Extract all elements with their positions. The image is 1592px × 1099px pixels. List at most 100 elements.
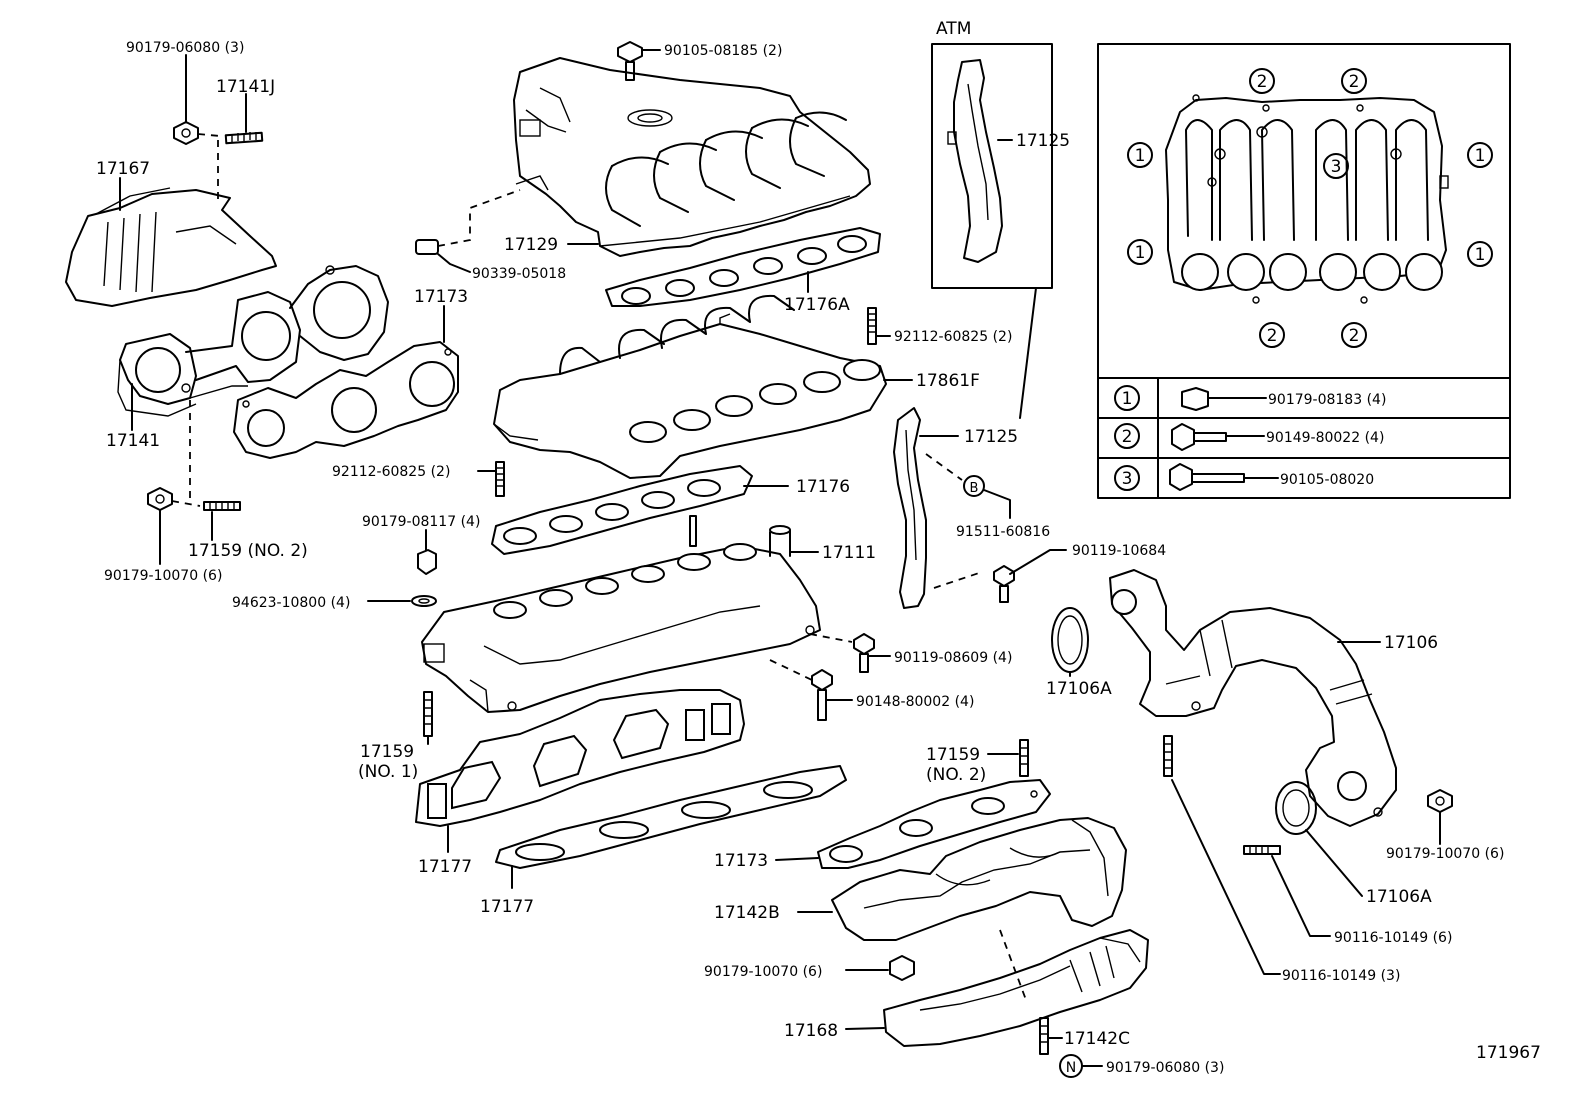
exhaust-manifold-17142B <box>831 817 1127 941</box>
bolt-90119-10684 <box>993 565 1015 603</box>
label-17176A: 17176A <box>784 295 850 315</box>
label-92112-right: 92112-60825 (2) <box>894 329 1012 345</box>
label-90105-08185: 90105-08185 (2) <box>664 43 782 59</box>
label-17167: 17167 <box>96 159 150 179</box>
stud-17141J <box>224 131 264 145</box>
label-17159-no2-left: 17159 (NO. 2) <box>188 541 308 561</box>
bolt-90105-08185 <box>617 41 643 81</box>
label-17142B: 17142B <box>714 903 780 923</box>
stud-90116-10149-3 <box>1163 735 1173 777</box>
label-atm: ATM <box>936 19 971 39</box>
label-90116-10149-6: 90116-10149 (6) <box>1334 930 1452 946</box>
label-90116-10149-3: 90116-10149 (3) <box>1282 968 1400 984</box>
label-90339-05018: 90339-05018 <box>472 266 566 282</box>
nut-90179-06080-top <box>173 121 199 145</box>
gasket-17173-bottom <box>817 779 1051 869</box>
label-17125-main: 17125 <box>964 427 1018 447</box>
svg-text:3: 3 <box>1331 157 1342 177</box>
legend-part-2: 90149-80022 (4) <box>1266 430 1384 446</box>
gasket-ring-17106A-right <box>1275 781 1317 835</box>
exhaust-manifold-17141 <box>117 265 389 417</box>
nut-90179-10070-bottom <box>889 955 915 981</box>
washer-94623-10800 <box>411 595 437 607</box>
label-90119-08609: 90119-08609 (4) <box>894 650 1012 666</box>
label-17159-no2-right: 17159 <box>926 745 980 765</box>
svg-text:1: 1 <box>1135 146 1146 166</box>
lower-intake-17111 <box>421 515 821 713</box>
label-94623-10800: 94623-10800 (4) <box>232 595 350 611</box>
label-90179-10070-bottom: 90179-10070 (6) <box>704 964 822 980</box>
part-labels: 90179-06080 (3) 17141J 17167 17141 17159… <box>96 19 1541 1076</box>
bolt-location-inset: 2 2 1 1 3 1 1 2 2 1 2 3 <box>1097 43 1511 499</box>
svg-text:B: B <box>970 481 979 496</box>
label-no2-right: (NO. 2) <box>926 765 986 785</box>
label-17176: 17176 <box>796 477 850 497</box>
label-17177-a: 17177 <box>418 857 472 877</box>
label-90119-10684: 90119-10684 <box>1072 543 1166 559</box>
svg-text:3: 3 <box>1122 469 1133 489</box>
stud-17159-no1 <box>423 691 433 737</box>
label-92112-left: 92112-60825 (2) <box>332 464 450 480</box>
nut-90179-10070-left <box>147 487 173 511</box>
svg-text:1: 1 <box>1475 245 1486 265</box>
label-no1: (NO. 1) <box>358 762 418 782</box>
label-90148-80002: 90148-80002 (4) <box>856 694 974 710</box>
atm-inset <box>931 43 1053 289</box>
stud-17142C <box>1039 1017 1049 1055</box>
stud-92112-60825-left <box>495 461 505 497</box>
nut-90179-08117 <box>417 549 437 575</box>
label-17173-top: 17173 <box>414 287 468 307</box>
svg-text:2: 2 <box>1122 427 1133 447</box>
svg-text:1: 1 <box>1122 389 1133 409</box>
label-17111: 17111 <box>822 543 876 563</box>
legend-part-1: 90179-08183 (4) <box>1268 392 1386 408</box>
label-17861F: 17861F <box>916 371 980 391</box>
gasket-17176 <box>491 465 753 555</box>
exhaust-pipe-17106 <box>1109 569 1397 827</box>
label-90179-06080-top: 90179-06080 (3) <box>126 40 244 56</box>
label-17177-b: 17177 <box>480 897 534 917</box>
label-17159-no1: 17159 <box>360 742 414 762</box>
callout-n: N <box>1059 1054 1083 1078</box>
label-17141: 17141 <box>106 431 160 451</box>
label-90179-10070-left: 90179-10070 (6) <box>104 568 222 584</box>
svg-text:2: 2 <box>1267 326 1278 346</box>
label-91511-60816: 91511-60816 <box>956 524 1050 540</box>
label-90179-08117: 90179-08117 (4) <box>362 514 480 530</box>
svg-text:N: N <box>1066 1060 1076 1076</box>
bracket-17125 <box>893 407 927 609</box>
label-90179-06080-bottom: 90179-06080 (3) <box>1106 1060 1224 1076</box>
stud-17159-no2-left <box>203 501 241 511</box>
gasket-17177-b <box>495 765 847 869</box>
gasket-ring-17106A-left <box>1051 607 1089 673</box>
label-17129: 17129 <box>504 235 558 255</box>
svg-text:2: 2 <box>1349 326 1360 346</box>
label-17106: 17106 <box>1384 633 1438 653</box>
callout-b: B <box>963 475 985 497</box>
label-17141J: 17141J <box>216 77 275 97</box>
label-17168: 17168 <box>784 1021 838 1041</box>
label-17173-bottom: 17173 <box>714 851 768 871</box>
label-17106A-left: 17106A <box>1046 679 1112 699</box>
heat-insulator-17167 <box>65 187 277 307</box>
stud-90116-10149-6 <box>1243 845 1281 855</box>
svg-text:1: 1 <box>1475 146 1486 166</box>
label-90179-10070-right: 90179-10070 (6) <box>1386 846 1504 862</box>
stud-17159-no2-right <box>1019 739 1029 777</box>
figure-number: 171967 <box>1476 1043 1541 1063</box>
nut-90179-10070-right <box>1427 789 1453 813</box>
svg-text:1: 1 <box>1135 243 1146 263</box>
stud-92112-60825-right <box>867 307 877 345</box>
gasket-17177-a <box>415 689 745 827</box>
svg-text:2: 2 <box>1257 72 1268 92</box>
intake-manifold-17861F <box>493 294 887 479</box>
gasket-17173-top <box>233 341 459 459</box>
pipe-90339-05018 <box>415 239 439 255</box>
svg-text:2: 2 <box>1349 72 1360 92</box>
heat-insulator-17168 <box>883 929 1149 1047</box>
label-17106A-right: 17106A <box>1366 887 1432 907</box>
label-17142C: 17142C <box>1064 1029 1130 1049</box>
gasket-17176A <box>605 227 881 307</box>
label-17125-inset: 17125 <box>1016 131 1070 151</box>
